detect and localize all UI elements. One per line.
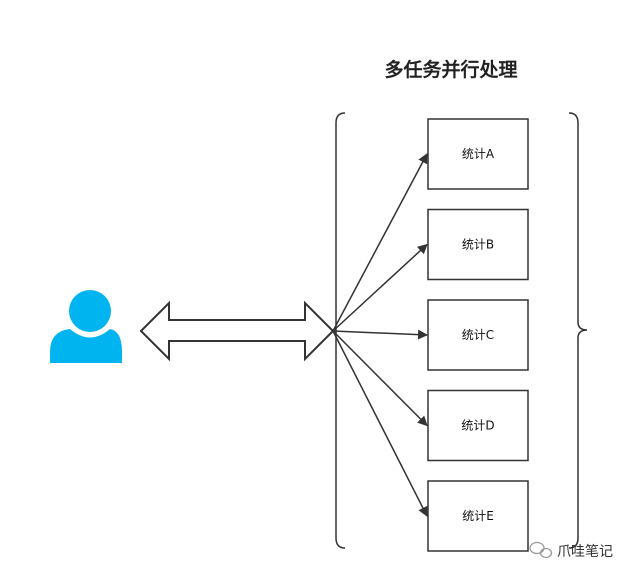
double-arrow bbox=[139, 300, 335, 362]
watermark-text: 爪哇笔记 bbox=[557, 544, 613, 560]
fan-out-arrow bbox=[332, 330, 428, 427]
user-icon bbox=[50, 290, 122, 363]
task-box-rect bbox=[427, 389, 529, 462]
task-box-rect bbox=[427, 299, 529, 371]
task-box-rect bbox=[427, 118, 529, 190]
task-box: 统计E bbox=[427, 480, 529, 552]
task-box-rect bbox=[427, 208, 529, 281]
task-box-label: 统计D bbox=[461, 419, 494, 433]
task-box-label: 统计E bbox=[462, 509, 494, 523]
task-box-label: 统计A bbox=[462, 147, 495, 161]
fan-out-arrow bbox=[332, 330, 428, 517]
task-box-label: 统计C bbox=[462, 328, 494, 342]
fan-out-arrows bbox=[332, 153, 428, 517]
fan-out-arrow bbox=[332, 329, 428, 340]
task-box-label: 统计B bbox=[462, 238, 494, 252]
task-box: 统计B bbox=[427, 208, 529, 281]
right-brace bbox=[568, 112, 588, 549]
watermark: 爪哇笔记 bbox=[529, 541, 613, 560]
task-box: 统计C bbox=[427, 299, 529, 371]
diagram-title: 多任务并行处理 bbox=[384, 58, 517, 81]
fan-out-arrow bbox=[332, 153, 428, 332]
task-box: 统计D bbox=[427, 389, 529, 462]
wechat-icon bbox=[529, 541, 553, 559]
task-boxes: 统计A 统计B 统计C 统计D 统计E bbox=[427, 118, 529, 552]
fan-out-arrow bbox=[332, 243, 428, 332]
task-box: 统计A bbox=[427, 118, 529, 190]
task-box-rect bbox=[427, 480, 529, 552]
